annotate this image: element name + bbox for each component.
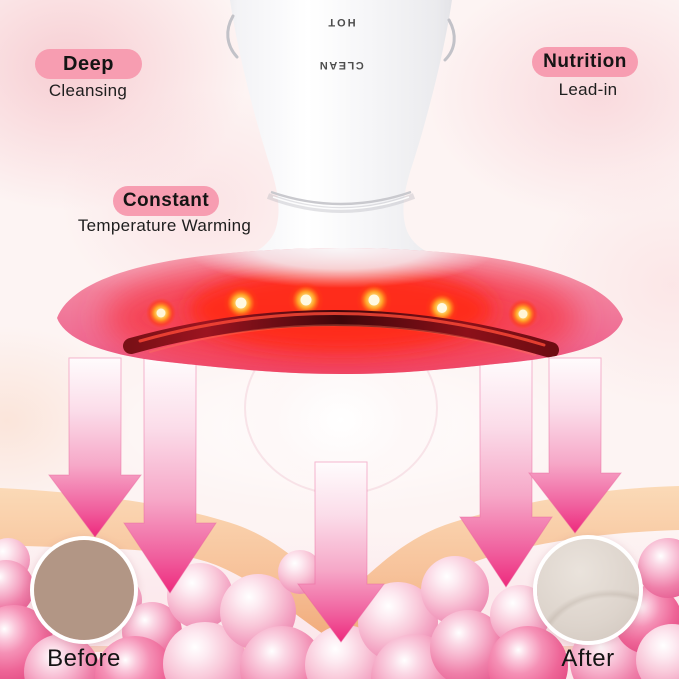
down-arrow-icon	[123, 357, 217, 594]
thermal-strip	[123, 309, 559, 358]
down-arrow-icon	[297, 461, 385, 643]
device-handle	[205, 0, 477, 266]
device-neck-ring	[266, 193, 416, 213]
label-pill-constant: Constant	[113, 186, 219, 216]
label-pill-nutrition: Nutrition	[532, 47, 638, 77]
label-sub-deep: Cleansing	[48, 81, 128, 100]
after-label: After	[561, 645, 615, 672]
wrinkled-skin-texture	[34, 540, 134, 640]
device-hook-right-icon	[443, 18, 456, 62]
down-arrow-icon	[459, 357, 553, 588]
device-head	[57, 248, 623, 374]
label-sub-nutrition: Lead-in	[558, 80, 618, 99]
head-neck-highlight	[183, 248, 499, 288]
device-hook-left-icon	[226, 14, 239, 59]
penetration-arrows	[48, 357, 623, 643]
down-arrow-icon	[527, 357, 623, 534]
smooth-skin-texture	[537, 539, 639, 641]
after-skin-photo	[533, 535, 643, 645]
before-label: Before	[47, 645, 121, 672]
device-mode-clean-label: CLEAN	[318, 59, 364, 71]
before-skin-photo	[30, 536, 138, 644]
label-pill-deep: Deep	[35, 49, 142, 79]
device-mode-hot-label: HOT	[326, 16, 356, 28]
led-lights	[146, 282, 538, 329]
down-arrow-icon	[48, 357, 142, 538]
label-sub-constant: Temperature Warming	[77, 216, 252, 235]
